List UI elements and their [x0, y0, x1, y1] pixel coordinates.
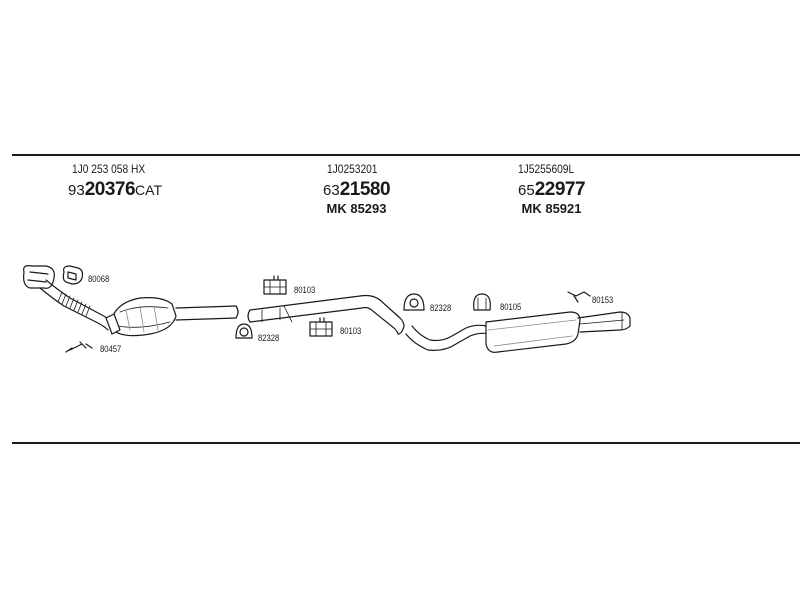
group-catalytic-converter: 1J0 253 058 HX 9320376CAT: [68, 160, 162, 201]
group-rear-muffler: 1J5255609L 6522977 MK 85921: [518, 160, 586, 216]
article-suffix: CAT: [135, 182, 162, 198]
clamp-part: [309, 317, 333, 337]
rear-muffler: [405, 311, 631, 353]
ring-part: [235, 323, 253, 339]
mk-number: MK 85293: [326, 201, 387, 216]
middle-pipe: [247, 294, 405, 335]
mk-number: MK 85921: [521, 201, 582, 216]
hanger-part: [473, 293, 491, 311]
label-80457: 80457: [100, 344, 122, 354]
label-80105: 80105: [500, 302, 522, 312]
label-80103-lower: 80103: [340, 326, 362, 336]
bolt-part: [65, 341, 93, 353]
bracket-part: [567, 291, 591, 303]
article-number: 6522977: [518, 179, 586, 201]
label-80068: 80068: [88, 274, 110, 284]
clamp-part: [263, 275, 287, 295]
gasket-part: [62, 265, 84, 285]
label-82328-left: 82328: [258, 333, 280, 343]
group-middle-pipe: 1J0253201 6321580 MK 85293: [323, 160, 391, 216]
label-82328-right: 82328: [430, 303, 452, 313]
article-main: 20376: [84, 179, 136, 200]
catalytic-converter: [23, 265, 239, 337]
article-main: 22977: [534, 179, 586, 200]
top-divider: [12, 154, 800, 156]
article-main: 21580: [339, 179, 391, 200]
oem-number: 1J0 253 058 HX: [71, 162, 146, 176]
ring-part: [403, 293, 425, 311]
article-prefix: 63: [323, 182, 340, 199]
bottom-divider: [12, 442, 800, 444]
label-80103-upper: 80103: [294, 285, 316, 295]
label-80153: 80153: [592, 295, 614, 305]
oem-number: 1J0253201: [326, 162, 378, 176]
article-number: 6321580: [323, 179, 391, 201]
article-number: 9320376CAT: [68, 179, 162, 201]
article-prefix: 65: [518, 182, 535, 199]
oem-number: 1J5255609L: [518, 162, 575, 176]
article-prefix: 93: [68, 182, 85, 199]
